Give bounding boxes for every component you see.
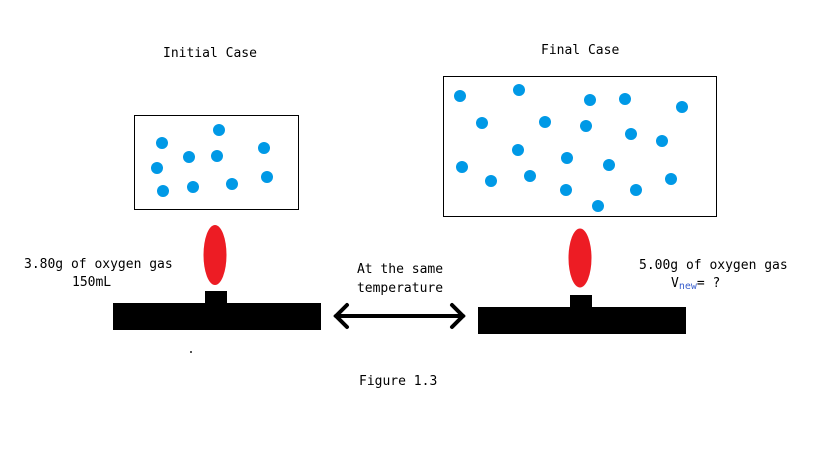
double-arrow-icon — [333, 303, 466, 329]
gas-particle — [213, 124, 225, 136]
figure-caption: Figure 1.3 — [359, 374, 438, 389]
middle-label-line1: At the same — [356, 262, 444, 277]
volume-subscript: new — [678, 281, 697, 292]
gas-particle — [625, 128, 637, 140]
gas-particle — [561, 152, 573, 164]
gas-particle — [456, 161, 468, 173]
volume-symbol: V — [671, 276, 679, 291]
gas-particle — [603, 159, 615, 171]
gas-particle — [156, 137, 168, 149]
gas-particle — [211, 150, 223, 162]
final-burner-base — [478, 307, 686, 334]
final-container — [443, 76, 717, 217]
gas-particle — [656, 135, 668, 147]
gas-particle — [630, 184, 642, 196]
middle-label-line2: temperature — [356, 281, 444, 296]
final-volume-label: Vnew= ? — [671, 276, 720, 295]
volume-value: = ? — [696, 276, 721, 291]
initial-case-title: Initial Case — [163, 46, 257, 61]
initial-particles — [151, 124, 273, 197]
stray-dot — [190, 351, 192, 353]
final-mass-label: 5.00g of oxygen gas — [639, 258, 788, 273]
final-burner-stem — [570, 295, 592, 307]
gas-particle — [560, 184, 572, 196]
gas-particle — [226, 178, 238, 190]
gas-particle — [665, 173, 677, 185]
initial-burner-base — [113, 303, 321, 330]
gas-particle — [580, 120, 592, 132]
gas-particle — [454, 90, 466, 102]
gas-particle — [619, 93, 631, 105]
gas-particle — [513, 84, 525, 96]
final-flame — [568, 228, 592, 288]
initial-volume-label: 150mL — [72, 275, 112, 290]
gas-particle — [183, 151, 195, 163]
initial-burner-stem — [205, 291, 227, 303]
gas-particle — [151, 162, 163, 174]
gas-particle — [261, 171, 273, 183]
initial-container — [134, 115, 299, 210]
gas-particle — [476, 117, 488, 129]
gas-particle — [157, 185, 169, 197]
initial-mass-label: 3.80g of oxygen gas — [24, 257, 173, 272]
gas-particle — [676, 101, 688, 113]
final-case-title: Final Case — [541, 43, 620, 58]
initial-flame — [203, 225, 227, 285]
gas-particle — [524, 170, 536, 182]
gas-particle — [512, 144, 524, 156]
gas-particle — [539, 116, 551, 128]
gas-particle — [592, 200, 604, 212]
gas-particle — [584, 94, 596, 106]
gas-particle — [187, 181, 199, 193]
gas-particle — [258, 142, 270, 154]
final-particles — [454, 84, 688, 212]
gas-particle — [485, 175, 497, 187]
